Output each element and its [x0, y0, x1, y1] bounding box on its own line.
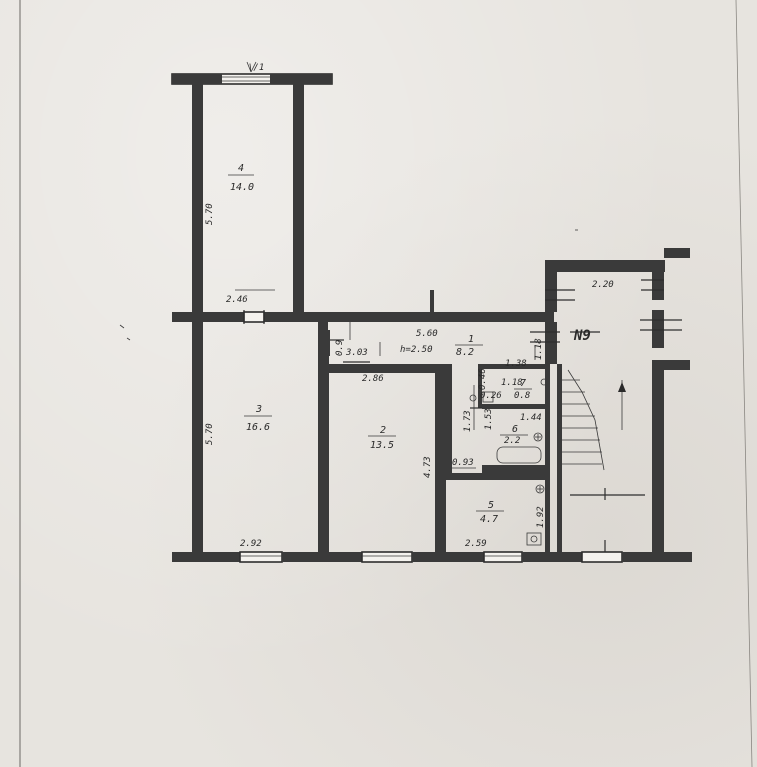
room7-area: 0.8 [514, 391, 530, 401]
room2-area: 13.5 [370, 440, 394, 451]
apartment-number: N9 [573, 328, 591, 344]
dim-093: 0.93 [452, 458, 474, 468]
fixtures [469, 378, 548, 546]
room6-area: 2.2 [504, 436, 520, 446]
ceiling-height: h=2.50 [400, 345, 433, 355]
dim-046: 0.46 [478, 368, 488, 390]
room3-width: 2.92 [240, 539, 262, 549]
room1-area: 8.2 [456, 347, 474, 358]
margin-line-right [735, 0, 753, 767]
labels: \/1 4 14.0 5.70 2.46 5.60 1 8.2 h=2.50 3… [205, 63, 614, 549]
room7-number: 7 [520, 378, 526, 389]
room4-area: 14.0 [230, 182, 254, 193]
room3-area: 16.6 [246, 422, 270, 433]
bath-width: 1.44 [520, 413, 542, 423]
room4-height: 5.70 [205, 203, 215, 225]
room4-number: 4 [238, 163, 244, 174]
stair-width: 2.20 [592, 280, 614, 290]
dim-173: 1.73 [463, 410, 473, 432]
room5-width: 2.59 [465, 539, 487, 549]
room5-number: 5 [488, 500, 494, 511]
staircase [562, 369, 626, 471]
room3-height: 5.70 [205, 423, 215, 445]
dim-026: 0.26 [480, 391, 502, 401]
room2-width: 2.86 [362, 374, 384, 384]
room1-number: 1 [468, 334, 474, 345]
corridor-length: 5.60 [416, 329, 438, 339]
room4-width: 2.46 [226, 295, 248, 305]
dim-09: 0.9 [335, 340, 345, 356]
wc-depth: 1.18 [501, 378, 523, 388]
walls [171, 73, 692, 563]
dimension-ticks [119, 61, 578, 469]
room5-area: 4.7 [480, 514, 498, 525]
room2-height: 4.73 [423, 456, 433, 478]
room3-number: 3 [255, 404, 262, 415]
corridor-end-dim: 1.18 [534, 338, 544, 360]
room2-number: 2 [380, 425, 386, 436]
openings [243, 289, 645, 552]
wc-width: 1.38 [505, 359, 527, 369]
room6-number: 6 [512, 424, 518, 435]
north-marker: \/1 [248, 63, 264, 73]
room2-top-dim: 3.03 [345, 348, 368, 358]
room5-height: 1.92 [536, 506, 546, 528]
dim-153: 1.53 [484, 408, 494, 430]
